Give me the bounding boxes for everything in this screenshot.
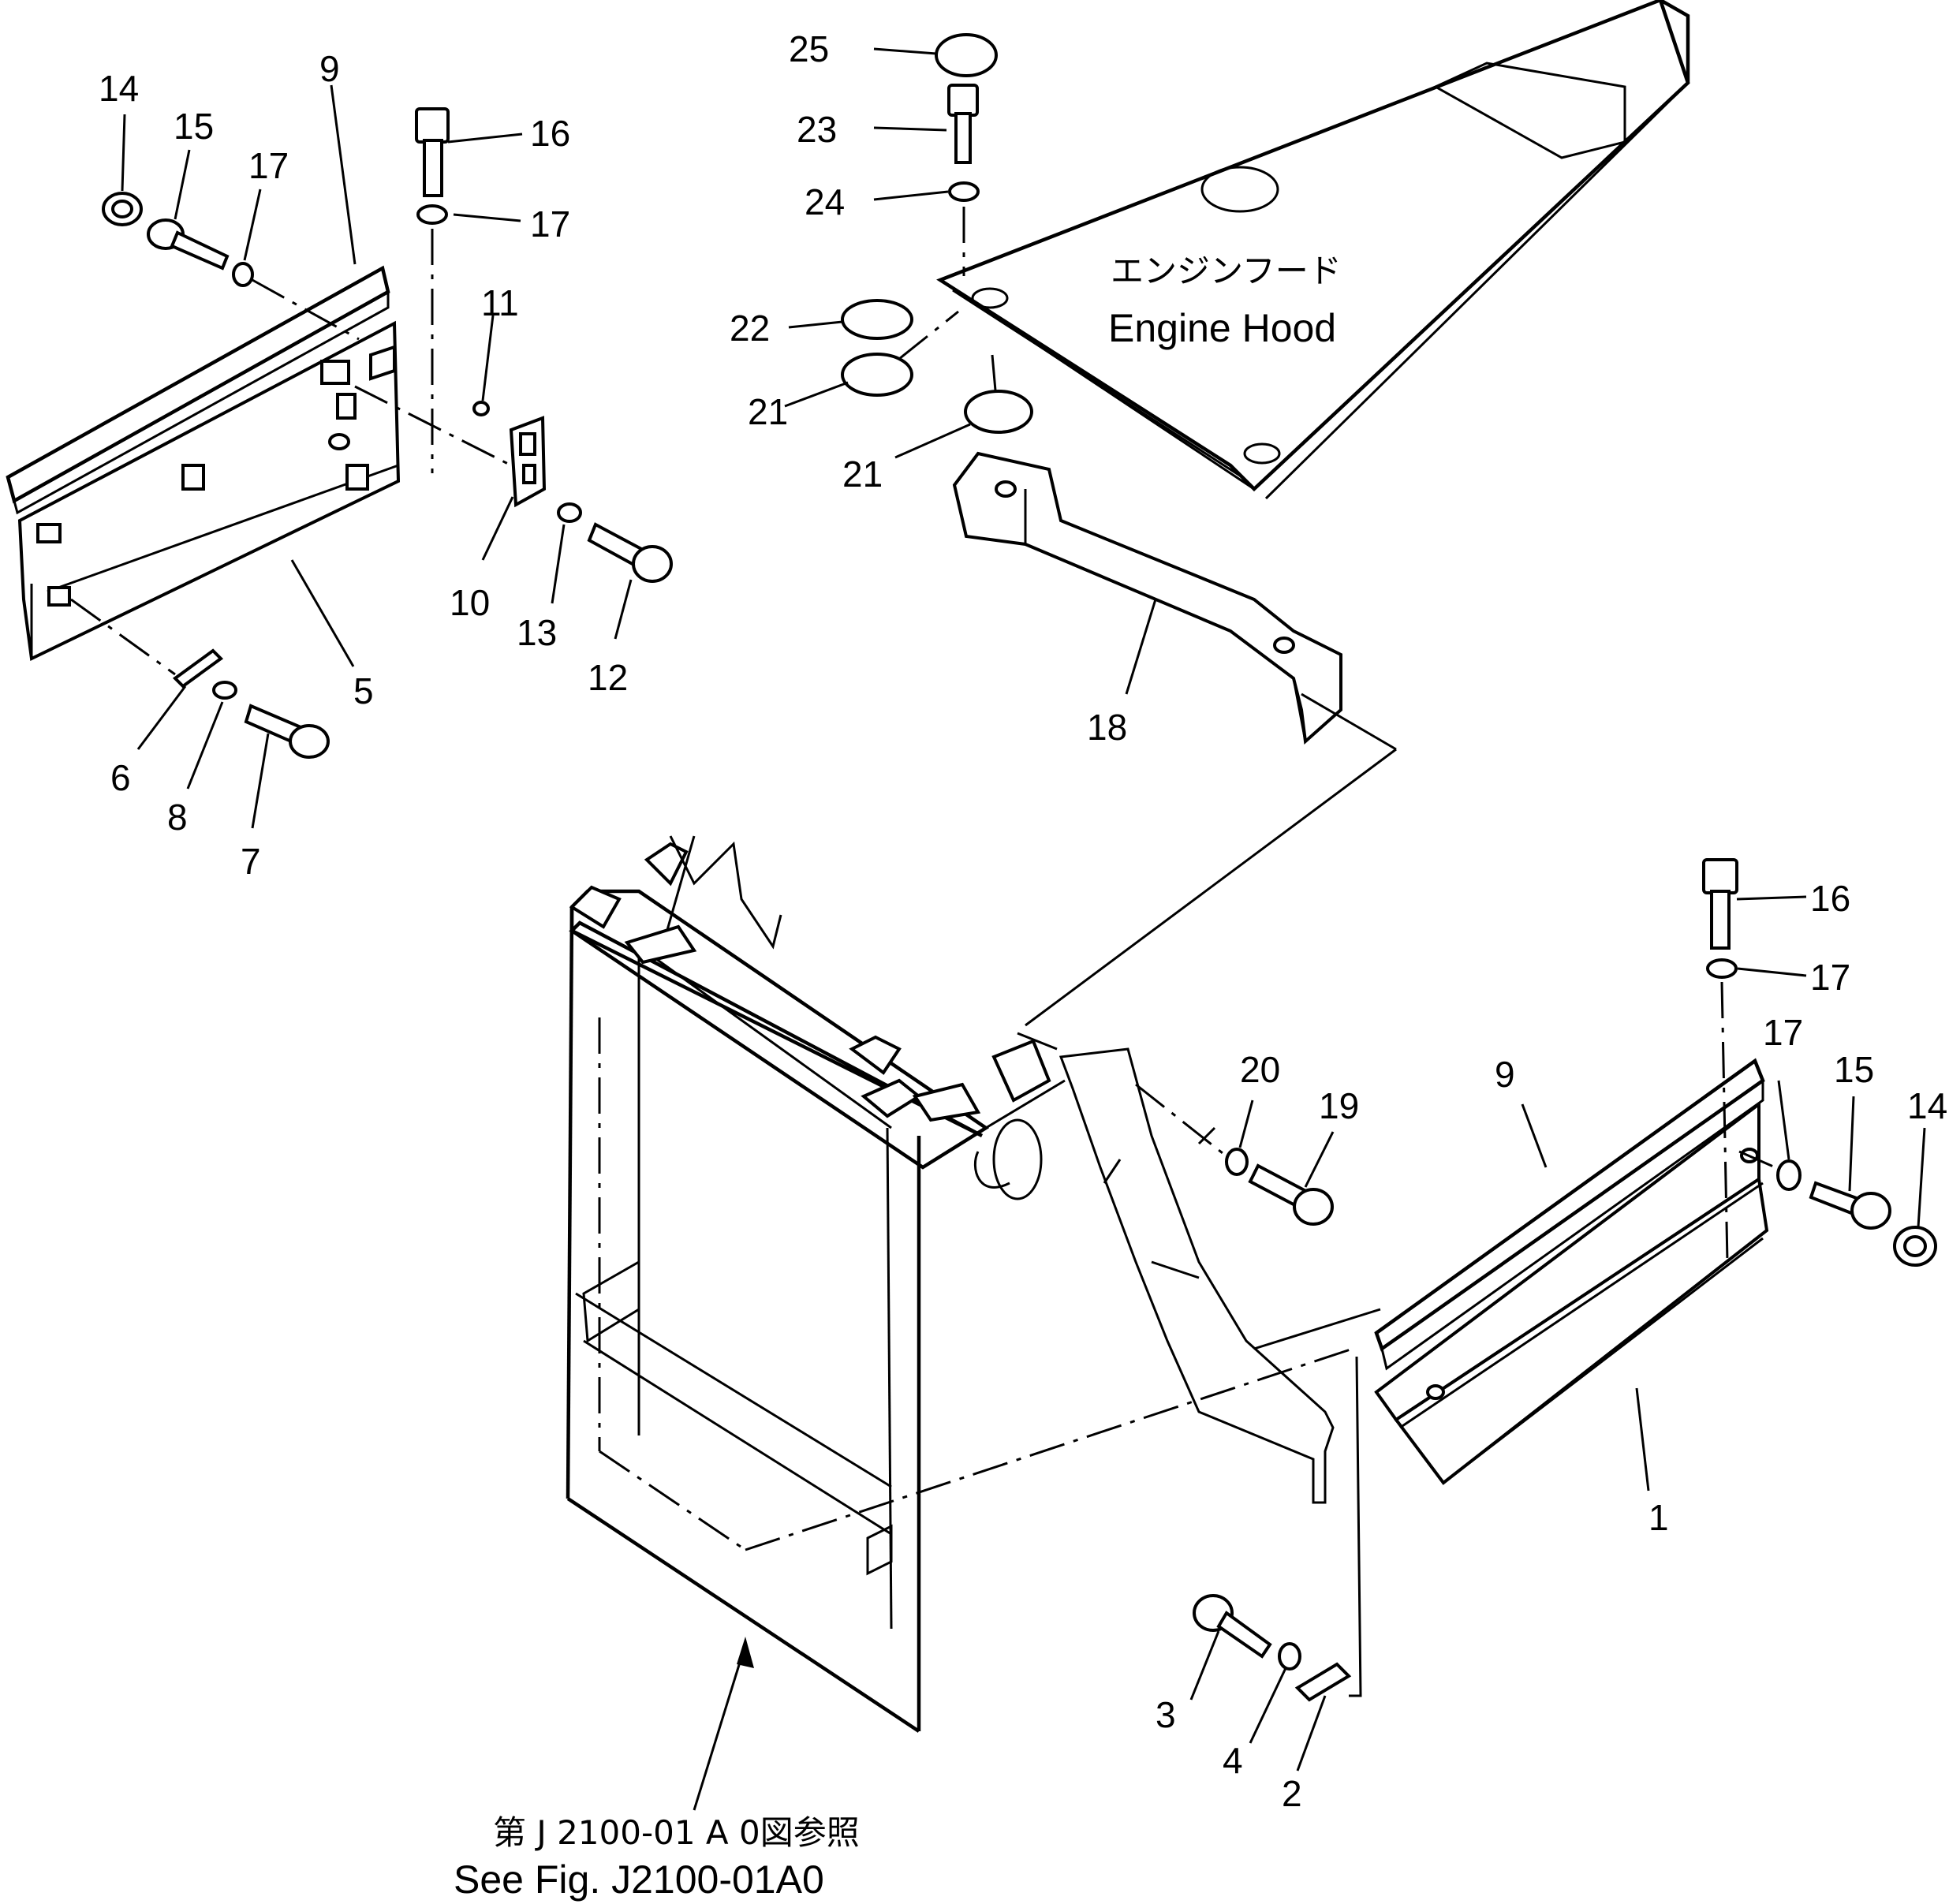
callout-13: 13 [517, 612, 557, 653]
callout-1: 1 [1648, 1497, 1669, 1538]
hood-label-jp: エンジンフード [1111, 252, 1342, 290]
bolt-16-shank-left [423, 139, 443, 197]
callout-9-right: 9 [1495, 1054, 1515, 1095]
cap-25 [935, 33, 998, 77]
left-panel-upper-fasteners [102, 192, 360, 341]
callout-22: 22 [730, 308, 770, 349]
callout-3: 3 [1156, 1694, 1176, 1735]
callout-6: 6 [110, 757, 131, 798]
hood-mount-hardware [841, 33, 1033, 434]
bolt-15-shank-left [170, 230, 230, 271]
bolt-15-head-right [1850, 1192, 1891, 1230]
callout-10: 10 [450, 582, 490, 623]
left-panel-lower-fasteners [70, 598, 330, 759]
washer-8 [212, 681, 237, 700]
cushion-22 [841, 299, 913, 340]
plate-2 [1294, 1662, 1352, 1702]
washer-17-left-top [416, 204, 448, 225]
callout-4: 4 [1223, 1740, 1243, 1781]
callout-2: 2 [1282, 1773, 1302, 1814]
bolt-23-head [947, 84, 979, 117]
callout-12: 12 [588, 657, 628, 698]
bolt-3-shank [1216, 1611, 1272, 1659]
callout-15-right: 15 [1834, 1049, 1874, 1090]
washer-20 [1225, 1148, 1249, 1176]
frame-fasteners-19-20 [1135, 1083, 1334, 1226]
callout-7: 7 [241, 841, 261, 882]
callout-5: 5 [353, 670, 374, 711]
engine-hood: エンジンフード Engine Hood [936, 0, 1690, 500]
callout-17-right: 17 [1763, 1012, 1803, 1053]
bolt-16-head-left [415, 107, 450, 144]
bolt-7-head [289, 724, 330, 759]
plate-6 [172, 648, 224, 689]
plate-10 [509, 416, 547, 508]
washer-17-right [1776, 1159, 1802, 1191]
bracket-18 [952, 451, 1342, 745]
callout-17-left-top: 17 [530, 203, 570, 245]
reference-label-en: See Fig. J2100-01A0 [454, 1857, 824, 1902]
bolt-16-head-right [1702, 858, 1738, 894]
cushion-21-left [841, 353, 913, 397]
washer-13 [557, 502, 582, 523]
lower-fasteners-2-3-4 [1193, 1594, 1352, 1702]
washer-17-left [232, 262, 254, 287]
washer-17-right-top [1706, 958, 1738, 979]
washer-4 [1278, 1642, 1301, 1671]
left-panel-side-fasteners [354, 107, 673, 583]
callout-25: 25 [789, 28, 829, 69]
callout-labels: 25 23 24 22 21 21 18 14 15 17 9 16 17 11… [99, 28, 1947, 1814]
right-panel-fasteners [1702, 858, 1937, 1267]
callout-15-left: 15 [174, 106, 214, 147]
reference-caption: 第 J 2100-01 A 0図参照 See Fig. J2100-01A0 [454, 1813, 860, 1902]
callout-11: 11 [481, 282, 519, 323]
callout-16-left: 16 [530, 113, 570, 154]
callout-19: 19 [1319, 1085, 1359, 1126]
reference-arrow [693, 1637, 754, 1811]
bolt-12-head [632, 545, 673, 583]
bolt-19-head [1293, 1188, 1334, 1226]
right-side-panel [1349, 1058, 1769, 1697]
callout-8: 8 [167, 797, 188, 838]
callout-14-right: 14 [1907, 1085, 1947, 1126]
callout-16-right: 16 [1810, 878, 1850, 919]
main-frame [566, 693, 1397, 1733]
callout-23: 23 [797, 109, 837, 150]
callout-18: 18 [1087, 707, 1127, 748]
callout-21-lower: 21 [842, 454, 883, 495]
screw-11 [472, 401, 490, 416]
callout-24: 24 [805, 181, 845, 222]
reference-label-jp: 第 J 2100-01 A 0図参照 [493, 1813, 860, 1852]
callout-20: 20 [1240, 1049, 1280, 1090]
cushion-21-right [964, 390, 1033, 434]
bolt-23-shank [954, 112, 972, 164]
hood-label-en: Engine Hood [1108, 306, 1336, 350]
callout-14-left: 14 [99, 68, 139, 109]
washer-24 [948, 181, 980, 202]
callout-9-left: 9 [319, 48, 340, 89]
callout-17-left: 17 [248, 145, 289, 186]
left-side-panel [6, 265, 401, 662]
callout-17-right-top: 17 [1810, 957, 1850, 998]
leader-lines [121, 47, 1926, 1771]
bolt-16-shank-right [1710, 890, 1731, 950]
callout-21-upper: 21 [748, 391, 788, 432]
